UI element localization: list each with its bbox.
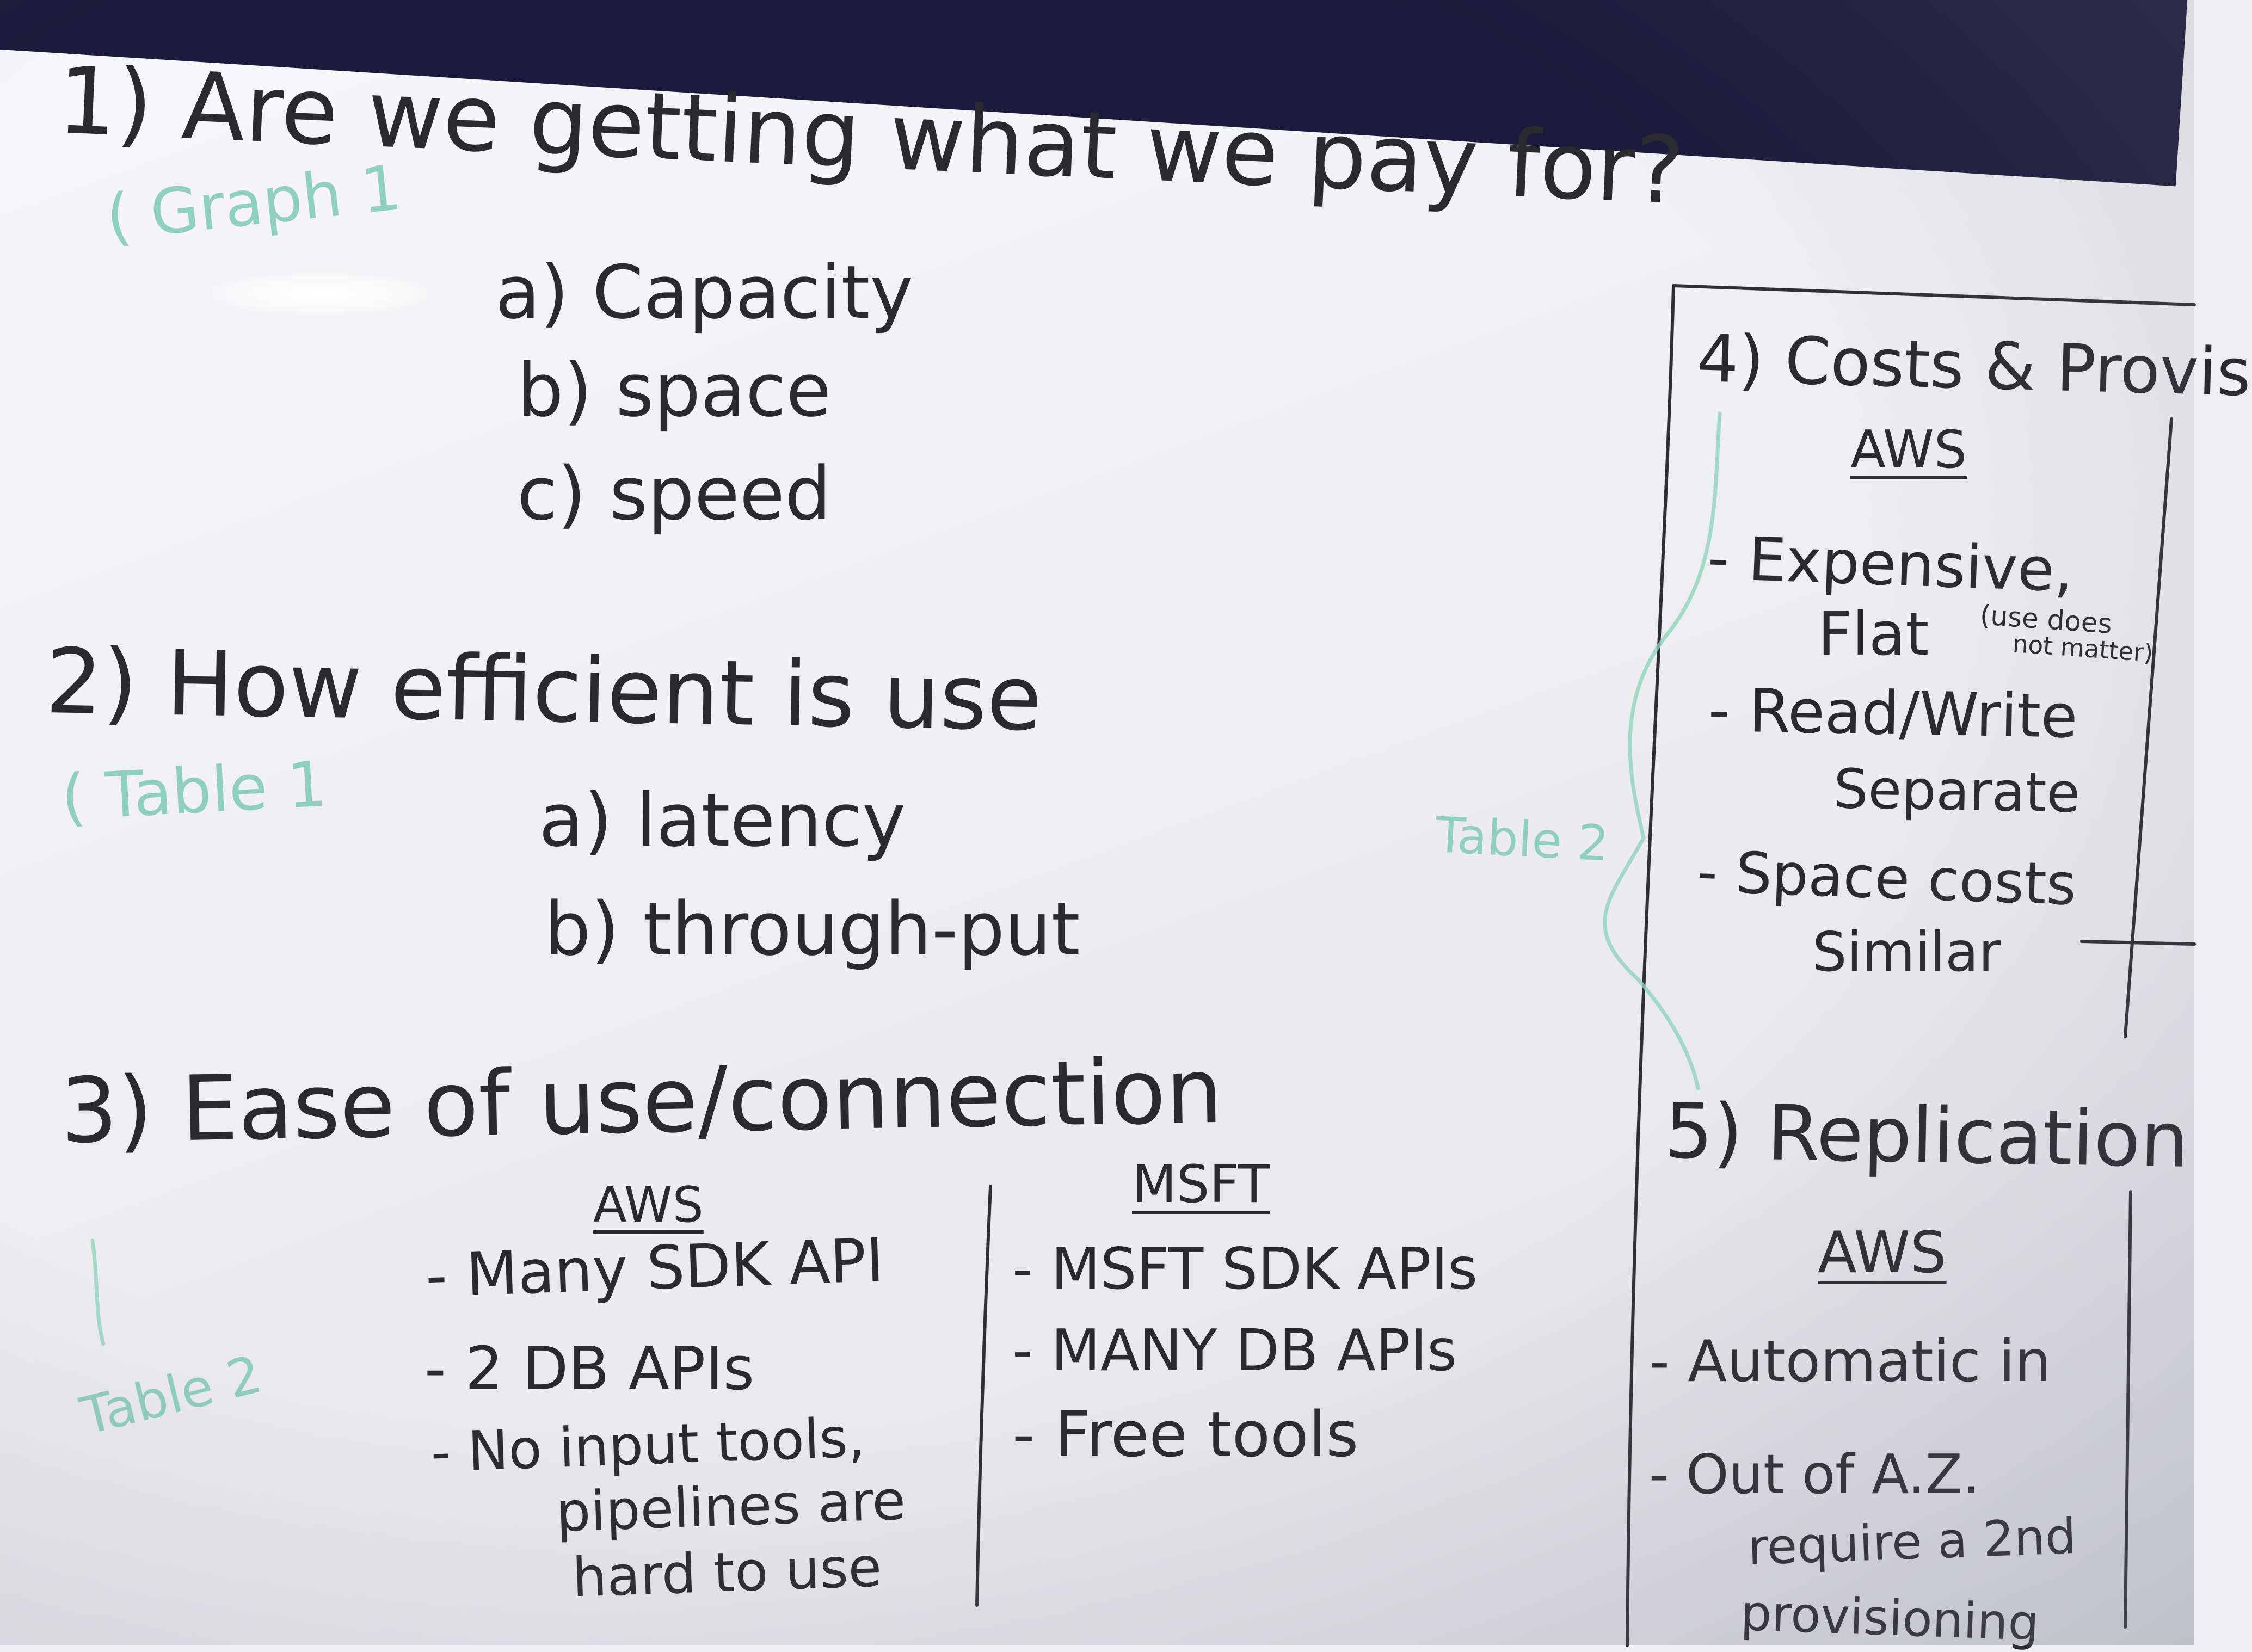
section4-row-divider (2080, 940, 2196, 946)
section4-aws-item-3: - Read/Write (1707, 675, 2078, 751)
section3-aws-item-3: - No input tools, (429, 1406, 866, 1484)
section3-green-mark (90, 1238, 106, 1346)
section5-aws-label: AWS (1818, 1219, 1947, 1286)
section3-aws-item-4: pipelines are (555, 1468, 907, 1544)
section4-heading: 4) Costs & Provis (1696, 321, 2252, 411)
section2-note: ( Table 1 (59, 748, 329, 835)
section3-column-divider (975, 1185, 992, 1607)
section3-aws-label: AWS (593, 1176, 704, 1234)
section3-aws-item-5: hard to use (571, 1535, 883, 1610)
marker-lines (90, 284, 2196, 1647)
section4-box-left (1626, 284, 1675, 1647)
section5-column-divider (2124, 1190, 2132, 1629)
section4-aws-item-1: - Expensive, (1706, 523, 2075, 606)
section3-msft-label: MSFT (1132, 1155, 1270, 1215)
section4-aws-label: AWS (1850, 420, 1967, 480)
section4-aws-item-5: - Space costs (1696, 839, 2078, 919)
section3-msft-item-1: - MSFT SDK APIs (1012, 1236, 1478, 1302)
section3-msft-item-2: - MANY DB APIs (1012, 1317, 1457, 1384)
section4-aws-item-2: Flat (1818, 599, 1929, 669)
section3-aws-item-1: - Many SDK API (424, 1225, 885, 1311)
section3-aws-item-2: - 2 DB APIs (424, 1334, 755, 1403)
section1-item-a: a) Capacity (495, 250, 914, 335)
section5-aws-item-1: - Automatic in (1649, 1328, 2051, 1395)
section1-item-b: b) space (517, 348, 832, 433)
section5-aws-item-2: - Out of A.Z. (1649, 1443, 1980, 1506)
section3-msft-item-3: - Free tools (1012, 1398, 1359, 1471)
section5-heading: 5) Replication (1664, 1087, 2189, 1185)
section4-aws-item-4: Separate (1833, 757, 2081, 825)
section2-heading: 2) How efficient is use (44, 629, 1043, 751)
section5-aws-item-4: provisioning (1739, 1585, 2040, 1652)
light-glare (207, 272, 435, 316)
section4-column-divider (2124, 417, 2173, 1038)
section2-item-a: a) latency (539, 778, 906, 863)
section4-box-top (1672, 284, 2196, 306)
section4-aws-item-6: Similar (1812, 920, 2001, 984)
section5-aws-item-3: require a 2nd (1746, 1507, 2077, 1576)
section2-item-b: b) through-put (544, 886, 1080, 972)
section3-heading: 3) Ease of use/connection (59, 1038, 1224, 1163)
section4-green-brace (1603, 411, 1722, 1090)
section4-note: Table 2 (1433, 806, 1610, 873)
section1-item-c: c) speed (517, 451, 832, 537)
